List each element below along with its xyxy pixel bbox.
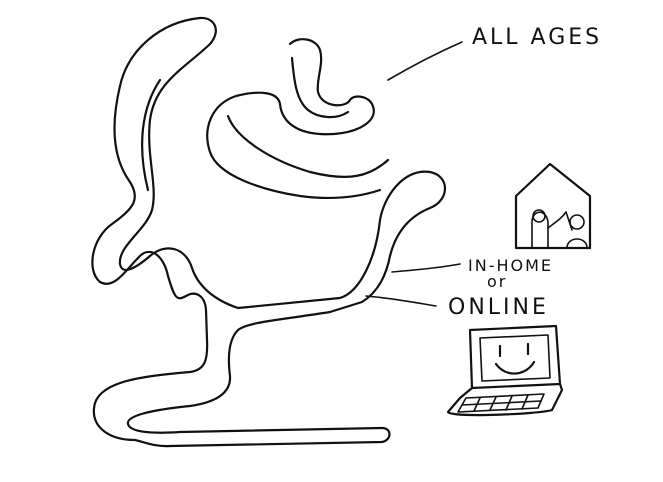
online-leader-line [365, 295, 437, 307]
in-home-leader-line [391, 263, 461, 273]
smiley-mouth [494, 360, 536, 375]
laptop-icon [446, 324, 564, 417]
house-icon [514, 162, 592, 250]
label-or: or [487, 272, 507, 291]
label-in-home: IN-HOME [468, 256, 553, 275]
winding-path-outer-edge [91, 16, 446, 448]
all-ages-leader-line [387, 41, 463, 81]
winding-path-middle-curve [226, 114, 390, 178]
winding-path-top-loop-inner [290, 56, 350, 119]
winding-path-top-loop [206, 38, 382, 200]
label-all-ages: ALL AGES [472, 25, 602, 50]
winding-path-left-bend [141, 78, 162, 192]
label-online: ONLINE [448, 295, 549, 320]
